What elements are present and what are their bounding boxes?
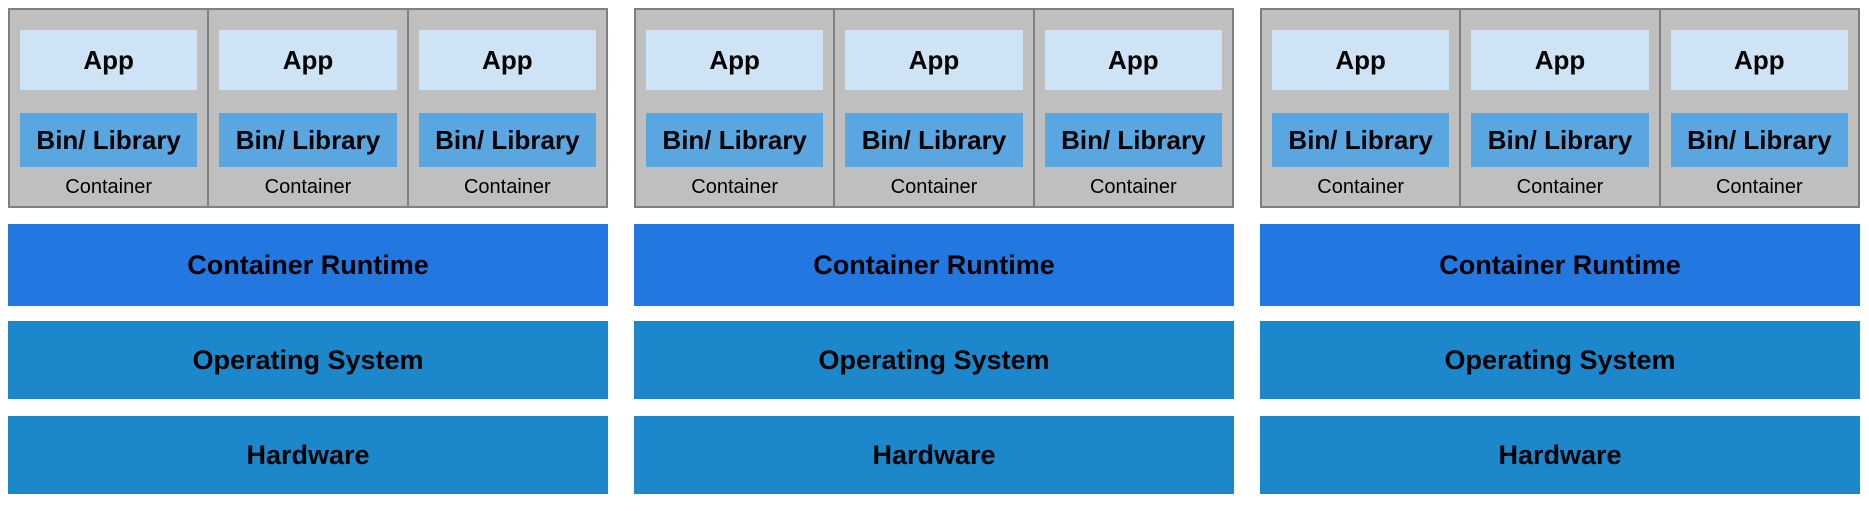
container-label: Container — [264, 176, 352, 198]
bin-library-box: Bin/ Library — [845, 113, 1023, 167]
app-box: App — [1471, 30, 1649, 90]
hardware-layer: Hardware — [8, 416, 608, 494]
operating-system-layer: Operating System — [1260, 321, 1860, 399]
container: App Bin/ Library Container — [1035, 10, 1232, 206]
container: App Bin/ Library Container — [835, 10, 1035, 206]
container-label: Container — [1089, 176, 1177, 198]
app-box: App — [1044, 30, 1222, 90]
bin-library-box: Bin/ Library — [1471, 113, 1649, 167]
bin-library-box: Bin/ Library — [1272, 113, 1450, 167]
container: App Bin/ Library Container — [1461, 10, 1661, 206]
app-box: App — [20, 30, 198, 90]
container: App Bin/ Library Container — [1661, 10, 1858, 206]
container: App Bin/ Library Container — [10, 10, 210, 206]
container-label: Container — [691, 176, 779, 198]
bin-library-box: Bin/ Library — [1044, 113, 1222, 167]
container: App Bin/ Library Container — [409, 10, 606, 206]
bin-library-box: Bin/ Library — [1670, 113, 1848, 167]
container-label: Container — [1317, 176, 1405, 198]
containers-group: App Bin/ Library Container App Bin/ Libr… — [634, 8, 1234, 208]
container-runtime-layer: Container Runtime — [634, 224, 1234, 306]
bin-library-box: Bin/ Library — [418, 113, 596, 167]
app-box: App — [418, 30, 596, 90]
container-label: Container — [65, 176, 153, 198]
container-label: Container — [890, 176, 978, 198]
container: App Bin/ Library Container — [1262, 10, 1462, 206]
app-box: App — [1670, 30, 1848, 90]
containers-group: App Bin/ Library Container App Bin/ Libr… — [8, 8, 608, 208]
container-label: Container — [1715, 176, 1803, 198]
hardware-layer: Hardware — [1260, 416, 1860, 494]
container-runtime-layer: Container Runtime — [8, 224, 608, 306]
operating-system-layer: Operating System — [8, 321, 608, 399]
container-label: Container — [1516, 176, 1604, 198]
bin-library-box: Bin/ Library — [219, 113, 397, 167]
container: App Bin/ Library Container — [209, 10, 409, 206]
hardware-layer: Hardware — [634, 416, 1234, 494]
app-box: App — [219, 30, 397, 90]
app-box: App — [646, 30, 824, 90]
bin-library-box: Bin/ Library — [20, 113, 198, 167]
bin-library-box: Bin/ Library — [646, 113, 824, 167]
app-box: App — [845, 30, 1023, 90]
container-runtime-layer: Container Runtime — [1260, 224, 1860, 306]
container: App Bin/ Library Container — [636, 10, 836, 206]
container-label: Container — [463, 176, 551, 198]
containers-group: App Bin/ Library Container App Bin/ Libr… — [1260, 8, 1860, 208]
app-box: App — [1272, 30, 1450, 90]
operating-system-layer: Operating System — [634, 321, 1234, 399]
